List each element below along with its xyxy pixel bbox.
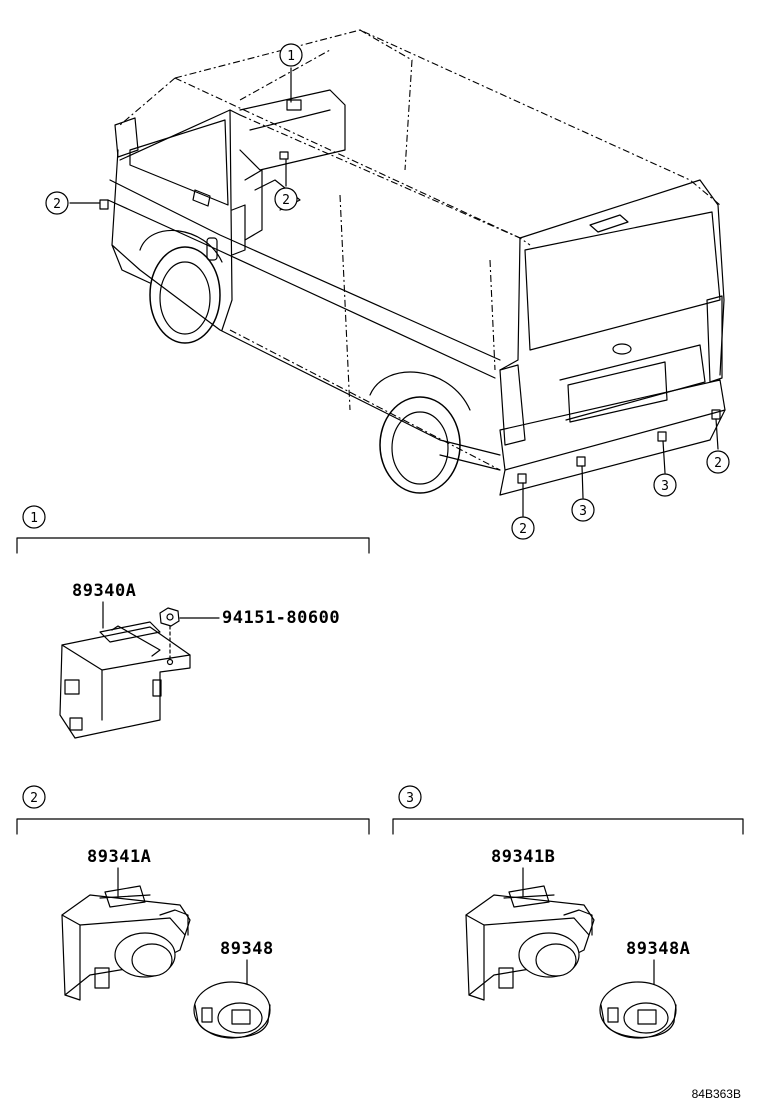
callout-3-rear-left[interactable]: 3 xyxy=(571,498,595,522)
callout-3-rear-right[interactable]: 3 xyxy=(653,473,677,497)
svg-text:1: 1 xyxy=(287,49,295,64)
section-2: 2 89341A 89348 xyxy=(16,785,370,1039)
callout-2-rear-right[interactable]: 2 xyxy=(706,450,730,474)
retainer-89348-drawing xyxy=(193,981,271,1039)
section-3-bracket xyxy=(392,818,744,835)
svg-text:2: 2 xyxy=(714,456,722,471)
part-number-89341A[interactable]: 89341A xyxy=(87,847,151,867)
drawing-code: 84B363B xyxy=(692,1087,741,1101)
nut-drawing xyxy=(159,607,180,661)
part-number-89341B[interactable]: 89341B xyxy=(491,847,555,867)
callout-leaders xyxy=(69,67,719,517)
svg-text:2: 2 xyxy=(282,193,290,208)
section-1-bracket xyxy=(16,537,370,554)
van-illustration xyxy=(99,29,726,496)
section-1-number: 1 xyxy=(30,511,38,526)
part-number-89348[interactable]: 89348 xyxy=(220,939,274,959)
section-2-bracket xyxy=(16,818,370,835)
callout-2-rear-left[interactable]: 2 xyxy=(511,516,535,540)
section-3: 3 89341B 89348A xyxy=(392,785,744,1039)
part-number-94151-80600[interactable]: 94151-80600 xyxy=(222,608,340,628)
section-1-marker xyxy=(22,505,46,529)
callout-2-front[interactable]: 2 xyxy=(45,191,69,215)
section-2-number: 2 xyxy=(30,791,38,806)
callout-1-top[interactable]: 1 xyxy=(279,43,303,67)
part-number-89340A[interactable]: 89340A xyxy=(72,581,136,601)
part-number-89348A[interactable]: 89348A xyxy=(626,939,690,959)
control-module-drawing xyxy=(59,621,191,739)
retainer-89348A-drawing xyxy=(599,981,677,1039)
section-3-number: 3 xyxy=(406,791,414,806)
svg-text:3: 3 xyxy=(579,504,587,519)
svg-text:2: 2 xyxy=(53,197,61,212)
svg-text:2: 2 xyxy=(519,522,527,537)
section-2-marker xyxy=(22,785,46,809)
svg-text:3: 3 xyxy=(661,479,669,494)
callout-2-dash[interactable]: 2 xyxy=(274,187,298,211)
section-1: 1 89340A 94151-80600 xyxy=(16,505,370,739)
sensor-89341A-drawing xyxy=(61,885,191,1001)
section-3-marker xyxy=(398,785,422,809)
sensor-89341B-drawing xyxy=(465,885,595,1001)
